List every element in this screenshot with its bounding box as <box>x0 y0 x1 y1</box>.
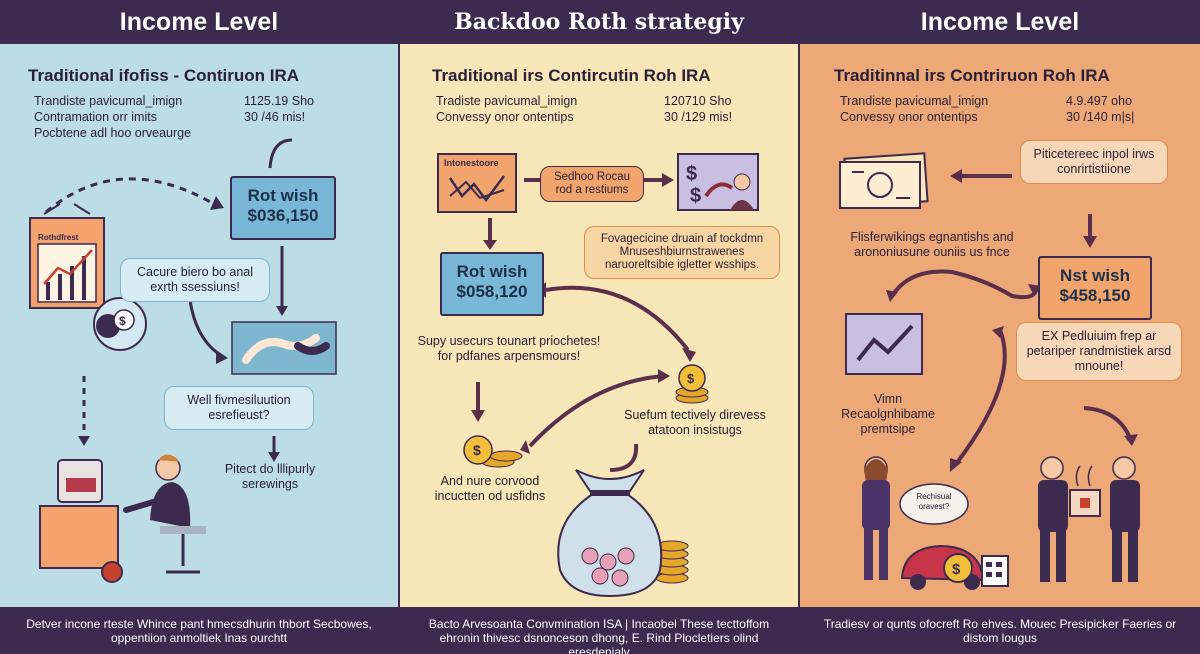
panel-header: Backdoo Roth strategiy <box>400 0 798 44</box>
gift-box-icon <box>1069 465 1101 517</box>
panel-income-level-left: Income Level Traditional ifofiss - Conti… <box>0 0 398 654</box>
svg-text:$: $ <box>686 163 697 185</box>
speech-bubble: Fovagecicine druain af tockdmn Mnuseshbi… <box>584 226 780 279</box>
chart-label: Intonestoore <box>444 158 499 168</box>
panel1-illustrations: Rothdfrest $ <box>29 138 337 583</box>
row-label: Convessy onor ontentips <box>436 110 574 124</box>
row-value: 30 /140 m|s| <box>1066 110 1135 124</box>
panel-footer: Tradiesv or qunts ofocreft Ro ehves. Mou… <box>800 607 1200 654</box>
row-label: Pocbtene adl hoo orveaurge <box>34 126 192 140</box>
panel-header: Income Level <box>800 0 1200 44</box>
person-man-icon <box>1110 456 1140 582</box>
money-bag-icon <box>557 469 663 598</box>
panel2-illustrations: Intonestoore $ $ $ $ <box>437 153 759 598</box>
box-title: Rot wish <box>247 186 319 205</box>
arrowheads <box>886 169 1138 472</box>
info-rows: Trandiste pavicumal_imign 1125.19 Sho Con… <box>34 93 314 141</box>
row-label: Contramation orr imits <box>34 110 157 124</box>
info-row: Convessy onor ontentips 30 /140 m|s| <box>840 109 1134 125</box>
panel-footer: Detver incone rteste Whince pant hmecsdh… <box>0 607 398 654</box>
calculator-icon <box>981 555 1009 587</box>
machine-icon <box>39 459 123 583</box>
person-man-icon <box>1038 456 1068 582</box>
row-label: Trandiste pavicumal_imign <box>34 94 183 108</box>
speech-bubble: Sedhoo Rocau rod a restiums <box>540 166 644 202</box>
chart-label: Rothdfrest <box>38 233 79 242</box>
row-value: 120710 Sho <box>664 94 732 108</box>
trend-chart-icon <box>845 313 923 375</box>
panel3-illustrations: $ <box>839 152 1140 590</box>
note-text: Supy usecurs tounart priochetes! for pdf… <box>417 334 601 363</box>
thought-bubble <box>899 483 969 525</box>
svg-text:$: $ <box>952 561 961 578</box>
svg-text:$: $ <box>473 442 481 458</box>
svg-text:$: $ <box>687 371 695 386</box>
coin-stack-icon <box>655 540 689 584</box>
speech-bubble: Cacure biero bo anal exrth ssessiuns! <box>120 258 270 302</box>
box-amount: $458,150 <box>1059 286 1131 305</box>
flow-arrows <box>890 174 1132 466</box>
dollar-bubble-icon: $ <box>93 297 147 351</box>
row-label: Convessy onor ontentips <box>840 110 978 124</box>
info-row: Tradiste pavicumal_imign 120710 Sho <box>436 93 731 109</box>
dollar-coin-icon: $ <box>943 553 973 583</box>
panel-subtitle: Traditional irs Contircutin Roh IRA <box>432 66 711 85</box>
box-title: Rot wish <box>456 262 528 281</box>
note-text: Flisferwikings egnantishs and arononiusu… <box>850 230 1014 259</box>
box-amount: $058,120 <box>456 282 528 301</box>
market-chart-icon <box>437 153 517 213</box>
chart-easel-icon <box>29 203 105 309</box>
panel-backdoor-roth: Backdoo Roth strategiy Traditional irs C… <box>400 0 798 654</box>
roth-wish-box: Rot wish $058,120 <box>440 252 544 316</box>
panel-subtitle: Traditinnal irs Contriruon Roh IRA <box>834 66 1110 85</box>
info-rows: Trandiste pavicumal_imign 4.9.497 oho Con… <box>840 93 1134 125</box>
thought-bubble-text: Rechisual oravest? <box>916 492 952 511</box>
info-row: Convessy onor ontentips 30 /129 mis! <box>436 109 732 125</box>
panel-header: Income Level <box>0 0 398 44</box>
info-row: Trandiste pavicumal_imign 1125.19 Sho <box>34 93 314 109</box>
note-text: Suefum tectively direvess atatoon insist… <box>624 408 766 437</box>
speech-bubble: Piticetereec inpol irws conrirtistiione <box>1020 140 1168 184</box>
panel-income-level-right: Income Level Traditinnal irs Contriruon … <box>800 0 1200 654</box>
note-text: And nure corvood incuctten od usfidns <box>434 474 546 503</box>
note-text: Vimn Recaolgnhibame premtsipe <box>841 392 935 436</box>
person-card-icon: $ $ <box>677 153 759 211</box>
info-row: Contramation orr imits 30 /46 mis! <box>34 109 305 125</box>
row-value: 1125.19 Sho <box>244 94 314 108</box>
panel-footer: Bacto Arvesoanta Convmination ISA | Inca… <box>400 607 798 654</box>
flow-arrows <box>476 178 690 472</box>
box-title: Nst wish <box>1060 266 1130 285</box>
svg-text:$: $ <box>690 185 701 207</box>
row-value: 30 /46 mis! <box>244 110 306 124</box>
info-rows: Tradiste pavicumal_imign 120710 Sho Conve… <box>436 93 732 125</box>
info-row: Trandiste pavicumal_imign 4.9.497 oho <box>840 93 1132 109</box>
roth-wish-box: Nst wish $458,150 <box>1038 256 1152 320</box>
speech-bubble: Well fivmesiluution esrefieust? <box>164 386 314 430</box>
row-label: Tradiste pavicumal_imign <box>436 94 578 108</box>
row-value: 30 /129 mis! <box>664 110 733 124</box>
speech-bubble: EX Pedluiuim frep ar petariper randmisti… <box>1016 322 1182 381</box>
banknote-icon <box>839 152 929 209</box>
roth-wish-box: Rot wish $036,150 <box>230 176 336 240</box>
arrowheads <box>78 196 288 462</box>
row-label: Trandiste pavicumal_imign <box>840 94 989 108</box>
panel-subtitle: Traditional ifofiss - Contiruon IRA <box>28 66 300 85</box>
coin-stack-icon: $ <box>463 435 523 468</box>
box-amount: $036,150 <box>247 206 319 225</box>
handshake-icon <box>231 321 337 375</box>
person-working-icon <box>123 454 206 574</box>
row-value: 4.9.497 oho <box>1066 94 1133 108</box>
svg-text:$: $ <box>119 314 126 328</box>
person-woman-icon <box>862 456 890 580</box>
info-row: Pocbtene adl hoo orveaurge <box>34 125 191 141</box>
note-text: Pitect do lllipurly serewings <box>224 462 316 491</box>
coin-stack-icon: $ <box>675 364 709 404</box>
